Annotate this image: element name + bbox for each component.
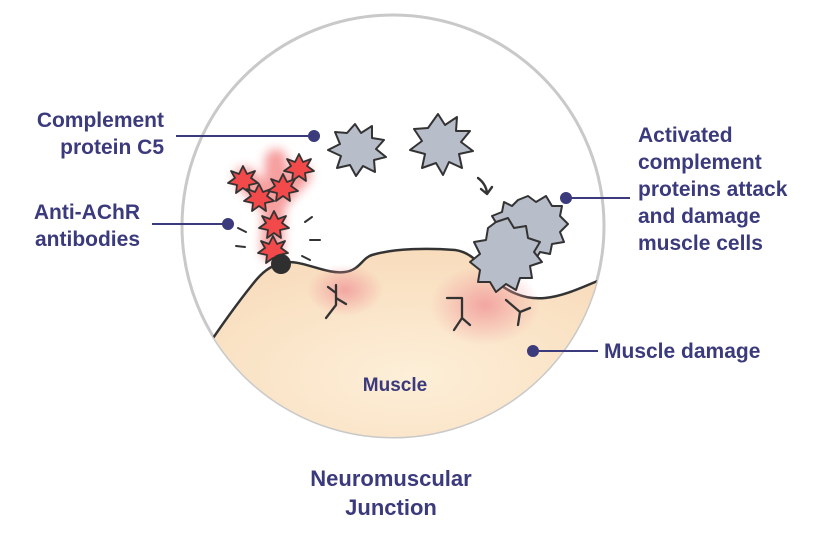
label-muscle: Muscle	[362, 375, 428, 396]
label-anti-achr: Anti-AChR antibodies	[33, 201, 140, 251]
complement-protein-icon	[469, 195, 569, 293]
complement-protein-icon	[327, 123, 387, 177]
arrow-icon	[476, 176, 494, 196]
label-activated-complement: Activated complement proteins attack and…	[638, 124, 788, 255]
label-complement-c5: Complement protein C5	[36, 109, 164, 159]
diagram-title: Neuromuscular Junction	[310, 466, 472, 520]
label-muscle-damage: Muscle damage	[604, 340, 761, 363]
receptor-icon	[324, 283, 532, 332]
antibody-icon	[227, 153, 315, 264]
complement-protein-icon	[409, 113, 474, 176]
motion-lines-icon	[235, 216, 321, 261]
receptor-icon	[271, 254, 291, 274]
